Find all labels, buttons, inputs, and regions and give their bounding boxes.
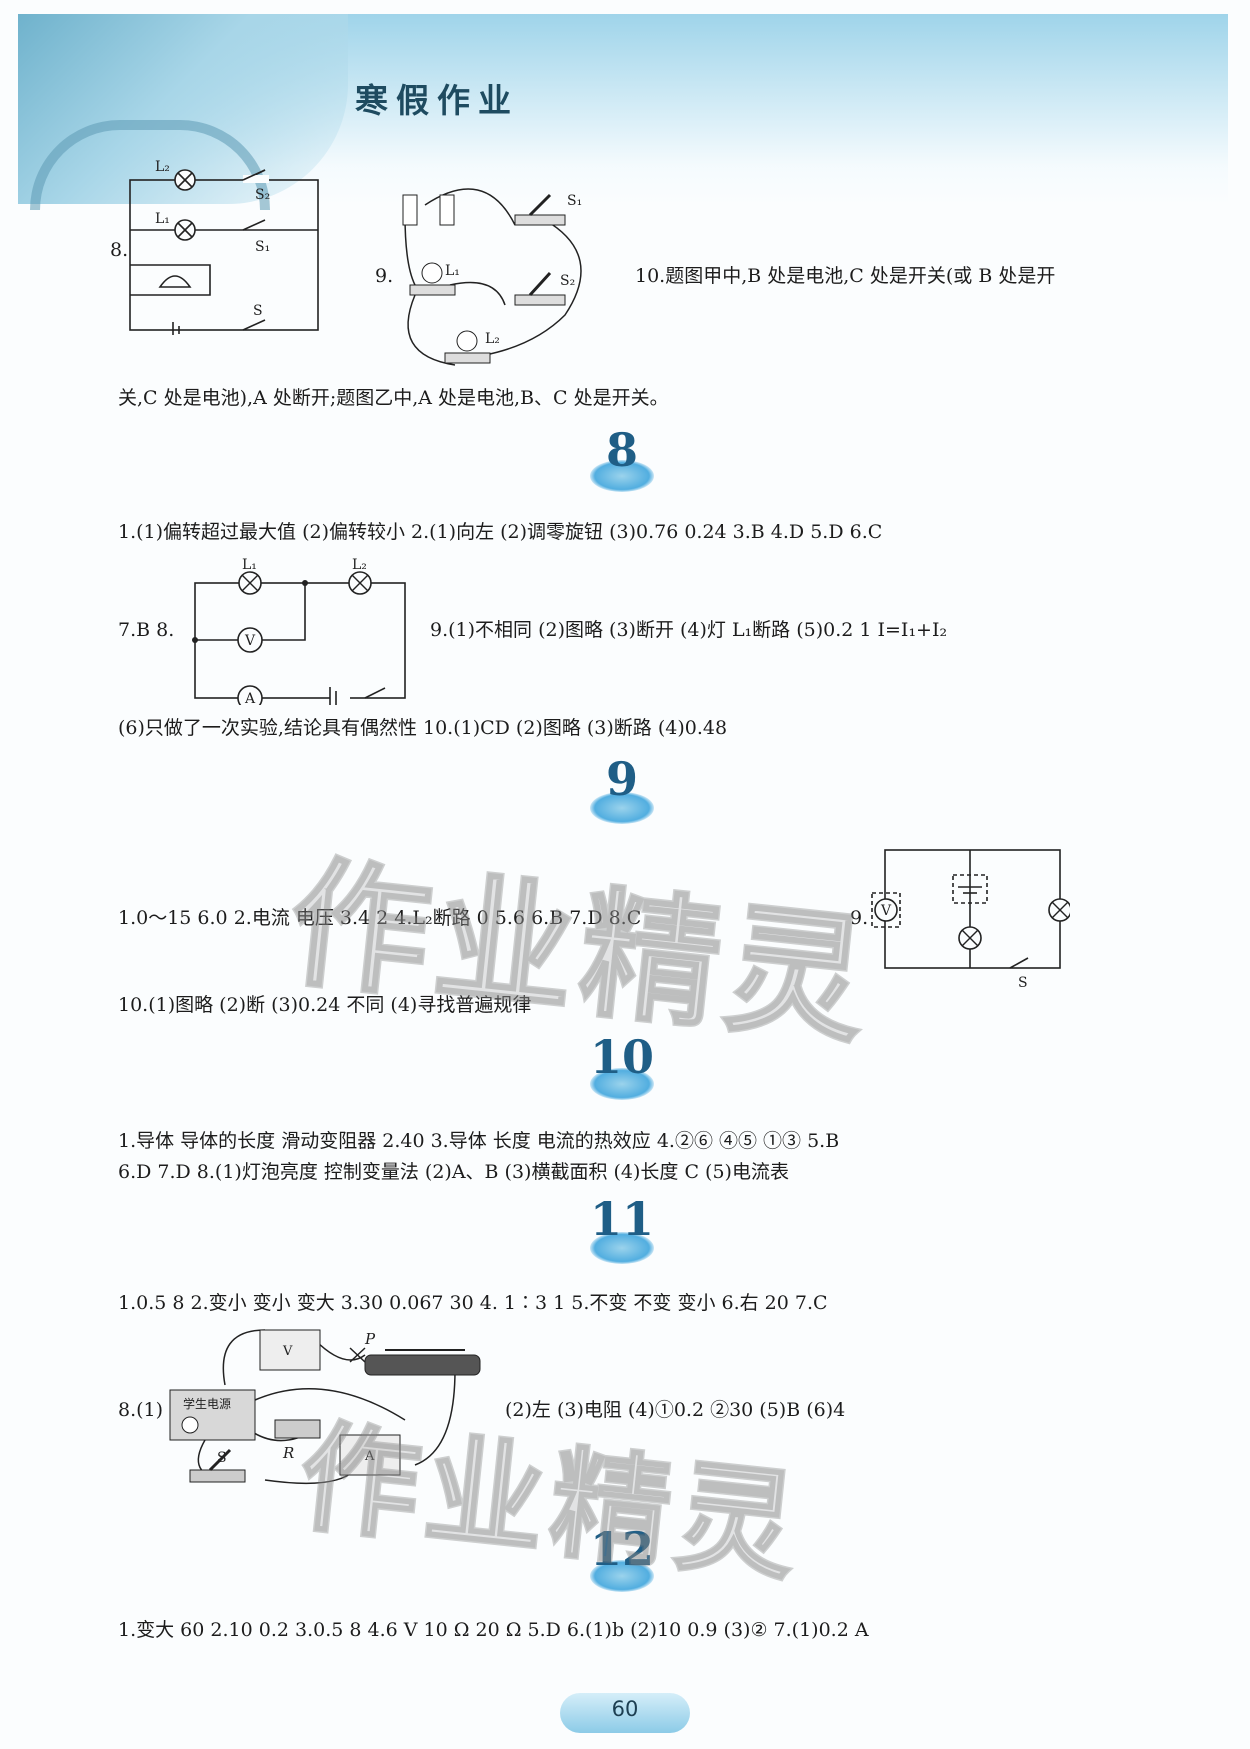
label-l1: L₁: [155, 211, 170, 227]
label-s-c: S: [217, 1450, 227, 1466]
section-10-line2: 6.D 7.D 8.(1)灯泡亮度 控制变量法 (2)A、B (3)横截面积 (…: [118, 1161, 789, 1183]
circuit-diagram-8-8: L₁ L₂ V A: [192, 557, 406, 705]
page-number-pill: [560, 1693, 690, 1733]
section-9-badge: 9: [605, 752, 638, 806]
section-8-line3: (6)只做了一次实验,结论具有偶然性 10.(1)CD (2)图略 (3)断路 …: [118, 717, 728, 739]
section-9-cloud: [590, 792, 654, 824]
section-11-q8-rest: (2)左 (3)电阻 (4)①0.2 ②30 (5)B (6)4: [505, 1399, 846, 1421]
label-r: R: [282, 1444, 294, 1462]
section-11-badge: 11: [589, 1192, 654, 1246]
section-11-q8-label: 8.(1): [118, 1399, 164, 1421]
label-l2-c: L₂: [352, 557, 367, 573]
label-s1-b: S₁: [567, 193, 582, 209]
section-12-badge: 12: [589, 1522, 654, 1576]
answer-10-line1: 10.题图甲中,B 处是电池,C 处是开关(或 B 处是开: [635, 265, 1056, 287]
section-12-line1: 1.变大 60 2.10 0.2 3.0.5 8 4.6 V 10 Ω 20 Ω…: [118, 1619, 869, 1641]
physical-circuit-7-9: S₁ L₁ S₂ L₂: [402, 188, 582, 366]
section-11-line1: 1.0.5 8 2.变小 变小 变大 3.30 0.067 30 4. 1∶3 …: [118, 1292, 828, 1314]
label-a-b: A: [364, 1449, 375, 1464]
answer-10-line2: 关,C 处是电池),A 处断开;题图乙中,A 处是电池,B、C 处是开关。: [118, 387, 669, 409]
answer-8-label: 8.: [110, 239, 129, 261]
label-v-c: V: [282, 1344, 293, 1359]
section-8-line1: 1.(1)偏转超过最大值 (2)偏转较小 2.(1)向左 (2)调零旋钮 (3)…: [118, 521, 883, 543]
section-9-line2: 10.(1)图略 (2)断 (3)0.24 不同 (4)寻找普遍规律: [118, 994, 532, 1016]
section-10-line1: 1.导体 导体的长度 滑动变阻器 2.40 3.导体 长度 电流的热效应 4.②…: [118, 1130, 840, 1152]
section-9-q9-label: 9.: [850, 907, 869, 929]
section-8-badge: 8: [605, 423, 638, 477]
circuit-diagram-7-8: L₂ L₁ S₂ S₁ S: [129, 159, 319, 335]
label-p: P: [364, 1330, 376, 1348]
section-12-cloud: [590, 1560, 654, 1592]
physical-circuit-11-8: 学生电源 V P R A S: [169, 1329, 481, 1485]
label-l2-b: L₂: [485, 331, 500, 347]
page-number: 60: [611, 1697, 639, 1721]
label-v-b: V: [880, 903, 892, 919]
label-s-b: S: [1018, 975, 1028, 991]
label-l1-c: L₁: [242, 557, 257, 573]
label-s2-b: S₂: [560, 273, 575, 289]
section-10-cloud: [590, 1068, 654, 1100]
section-11-cloud: [590, 1232, 654, 1264]
label-s: S: [253, 303, 263, 319]
label-l2: L₂: [155, 159, 170, 175]
label-s1: S₁: [255, 239, 270, 255]
label-v: V: [244, 633, 256, 649]
section-10-badge: 10: [589, 1030, 654, 1084]
answer-9-label: 9.: [375, 265, 394, 287]
section-8-q9: 9.(1)不相同 (2)图略 (3)断开 (4)灯 L₁断路 (5)0.2 1 …: [430, 619, 948, 641]
label-l1-b: L₁: [445, 263, 460, 279]
page-header-title: 寒假作业: [355, 81, 519, 120]
label-s2: S₂: [255, 187, 270, 203]
circuit-diagram-9-9: V S: [871, 849, 1070, 991]
power-supply-label: 学生电源: [183, 1396, 231, 1411]
watermark-1: 作业精灵: [280, 840, 881, 1066]
section-8-q7-label: 7.B 8.: [118, 619, 175, 641]
section-8-cloud: [590, 460, 654, 492]
section-9-line1: 1.0～15 6.0 2.电流 电压 3.4 2 4.L₂断路 0 5.6 6.…: [118, 907, 642, 929]
label-a: A: [244, 691, 256, 705]
